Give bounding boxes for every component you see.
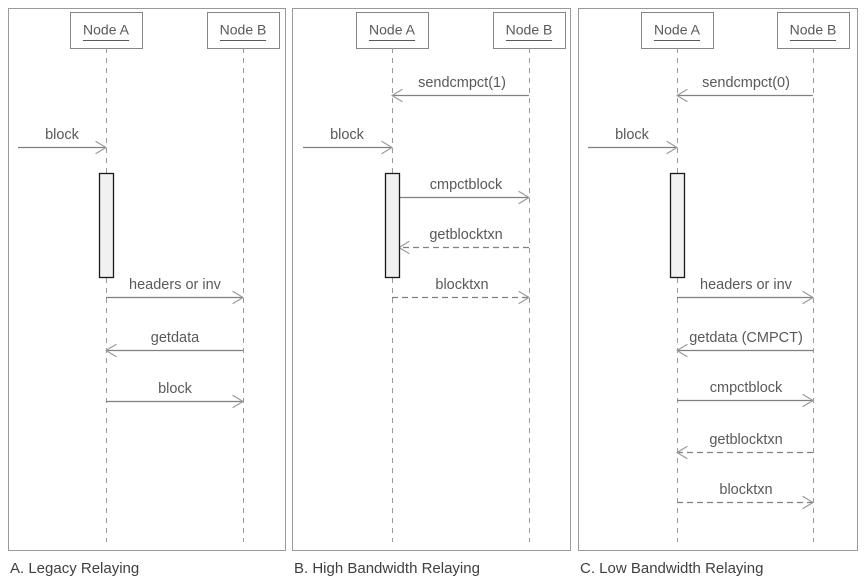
message-label-getdata: getdata	[151, 330, 200, 346]
actor-box-node-b[interactable]	[493, 12, 566, 49]
message-sendcmpct-0[interactable]: sendcmpct(0)	[676, 75, 813, 103]
actor-label-node-a: Node A	[83, 22, 130, 38]
arrowhead-getdata-cmpct	[676, 343, 688, 358]
arrowhead-getblocktxn	[676, 445, 688, 460]
message-label-block-out: block	[158, 381, 193, 397]
actor-label-node-b: Node B	[220, 22, 267, 38]
panel-c: Node A Node B sendcmpct(0) block headers or …	[578, 8, 858, 577]
actor-label-node-b: Node B	[790, 22, 837, 38]
arrowhead-blocktxn	[518, 290, 530, 305]
message-label-block-inbound: block	[615, 127, 650, 143]
message-sendcmpct-1[interactable]: sendcmpct(1)	[391, 75, 529, 103]
message-label-block-inbound: block	[330, 127, 365, 143]
panel-frame	[8, 8, 286, 551]
message-block-inbound[interactable]: block	[303, 127, 393, 155]
panel-caption-panel-a: A. Legacy Relaying	[10, 560, 139, 577]
arrowhead-blocktxn	[802, 495, 814, 510]
message-block-inbound[interactable]: block	[588, 127, 678, 155]
arrowhead-block-inbound	[95, 140, 107, 155]
message-block-out[interactable]: block	[106, 381, 244, 409]
actor-label-node-b: Node B	[506, 22, 553, 38]
actor-label-node-a: Node A	[369, 22, 416, 38]
message-label-cmpctblock: cmpctblock	[710, 380, 783, 396]
activation-bar	[98, 172, 115, 279]
arrowhead-block-out	[232, 394, 244, 409]
message-headers-or-inv[interactable]: headers or inv	[677, 277, 814, 305]
message-getblocktxn[interactable]: getblocktxn	[676, 432, 813, 460]
message-label-getblocktxn: getblocktxn	[709, 432, 782, 448]
message-label-sendcmpct-0: sendcmpct(0)	[702, 75, 790, 91]
panel-frame	[578, 8, 858, 551]
message-label-getblocktxn: getblocktxn	[429, 227, 502, 243]
message-label-block-inbound: block	[45, 127, 80, 143]
message-blocktxn[interactable]: blocktxn	[677, 482, 814, 510]
actor-label-node-a: Node A	[654, 22, 701, 38]
message-label-headers-or-inv: headers or inv	[700, 277, 793, 293]
actor-box-node-b[interactable]	[207, 12, 280, 49]
activation-bar	[669, 172, 686, 279]
message-blocktxn[interactable]: blocktxn	[392, 277, 530, 305]
arrowhead-cmpctblock	[802, 393, 814, 408]
message-label-cmpctblock: cmpctblock	[430, 177, 503, 193]
panel-frame	[292, 8, 571, 551]
message-getdata[interactable]: getdata	[105, 330, 243, 358]
arrowhead-sendcmpct-1	[391, 88, 403, 103]
arrowhead-headers-or-inv	[802, 290, 814, 305]
arrowhead-sendcmpct-0	[676, 88, 688, 103]
arrowhead-headers-or-inv	[232, 290, 244, 305]
arrowhead-block-inbound	[381, 140, 393, 155]
panel-b: Node A Node B sendcmpct(1) block cmpctblock g…	[292, 8, 571, 577]
message-label-blocktxn: blocktxn	[719, 482, 772, 498]
panel-caption-panel-c: C. Low Bandwidth Relaying	[580, 560, 763, 577]
message-headers-or-inv[interactable]: headers or inv	[106, 277, 244, 305]
activation-bar	[384, 172, 401, 279]
message-label-headers-or-inv: headers or inv	[129, 277, 222, 293]
arrowhead-getdata	[105, 343, 117, 358]
actor-box-node-b[interactable]	[777, 12, 850, 49]
panel-a: Node A Node B block headers or inv getdata bl…	[8, 8, 286, 577]
actor-box-node-a[interactable]	[70, 12, 143, 49]
actor-box-node-a[interactable]	[641, 12, 714, 49]
message-block-inbound[interactable]: block	[18, 127, 107, 155]
message-label-blocktxn: blocktxn	[435, 277, 488, 293]
arrowhead-cmpctblock	[518, 190, 530, 205]
arrowhead-block-inbound	[666, 140, 678, 155]
message-label-getdata-cmpct: getdata (CMPCT)	[689, 330, 803, 346]
actor-box-node-a[interactable]	[356, 12, 429, 49]
panel-caption-panel-b: B. High Bandwidth Relaying	[294, 560, 480, 577]
message-cmpctblock[interactable]: cmpctblock	[399, 177, 530, 205]
message-label-sendcmpct-1: sendcmpct(1)	[418, 75, 506, 91]
message-getdata-cmpct[interactable]: getdata (CMPCT)	[676, 330, 813, 358]
message-cmpctblock[interactable]: cmpctblock	[677, 380, 814, 408]
